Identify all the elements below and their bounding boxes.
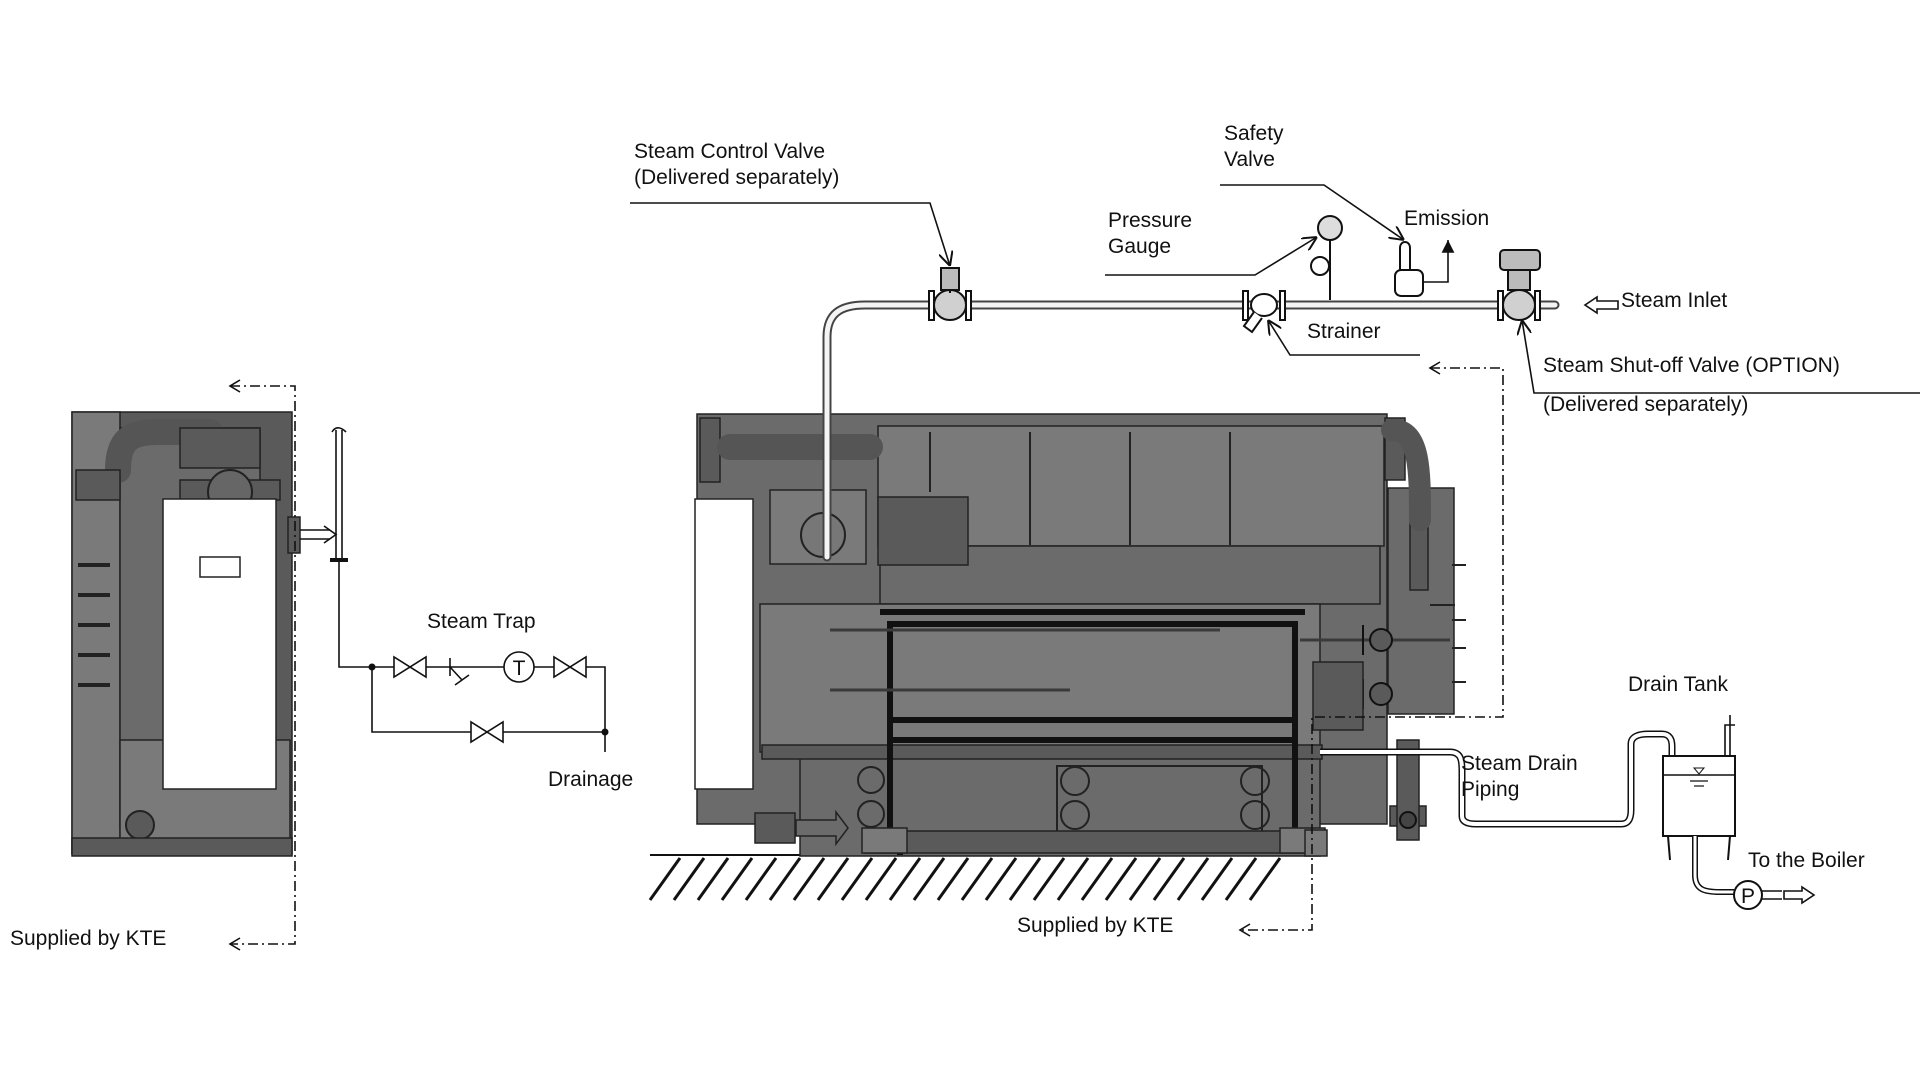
label-emission: Emission [1404, 207, 1489, 230]
steam-supply-line [822, 215, 1619, 562]
label-steam-control-valve-note: (Delivered separately) [634, 166, 839, 189]
label-steam-trap: Steam Trap [427, 610, 536, 633]
floor-hatch-line [912, 857, 946, 901]
floor-hatch-line [936, 857, 970, 901]
floor-hatch-line [720, 857, 754, 901]
floor-hatch-line [1200, 857, 1234, 901]
floor-hatch-line [1032, 857, 1066, 901]
leader-lines [630, 184, 1920, 394]
label-pressure-gauge-1: Pressure [1108, 209, 1192, 232]
label-steam-control-valve: Steam Control Valve [634, 140, 825, 163]
strainer [1242, 293, 1278, 334]
absorption-chiller-front [696, 413, 1466, 857]
steam-trap-assembly: T [338, 562, 609, 752]
floor-hatch-line [864, 857, 898, 901]
label-shutoff-valve: Steam Shut-off Valve (OPTION) [1543, 354, 1840, 377]
floor-hatch-line [1176, 857, 1210, 901]
floor-hatch-line [1080, 857, 1114, 901]
floor-hatch-line [1056, 857, 1090, 901]
steam-drain-piping [1320, 730, 1676, 828]
floor-hatch-line [1008, 857, 1042, 901]
label-supplied-by-kte-left: Supplied by KTE [10, 927, 166, 950]
floor-hatch-line [840, 857, 874, 901]
floor-hatch-line [744, 857, 778, 901]
label-safety-valve-1: Safety [1224, 122, 1284, 145]
steam-shutoff-valve [1499, 249, 1541, 321]
kte-boundary-left [230, 385, 296, 945]
floor-hatch-line [1128, 857, 1162, 901]
panel-display [199, 556, 241, 578]
pump-symbol: P [1741, 885, 1755, 908]
floor-hatch-line [648, 857, 682, 901]
label-strainer: Strainer [1307, 320, 1381, 343]
label-steam-drain-piping-2: Piping [1461, 778, 1519, 801]
pressure-gauge [1310, 215, 1343, 300]
floor-hatch-line [1152, 857, 1186, 901]
label-shutoff-valve-note: (Delivered separately) [1543, 393, 1748, 416]
floor-hatch-line [672, 857, 706, 901]
floor-hatch-line [816, 857, 850, 901]
floor-hatch-line [768, 857, 802, 901]
kte-boundary-right [1240, 367, 1504, 931]
steam-control-valve [933, 267, 967, 321]
floor-hatch-line [1224, 857, 1258, 901]
drain-tank: P [1662, 715, 1816, 910]
floor-hatch-line [792, 857, 826, 901]
safety-valve [1394, 240, 1455, 297]
floor-hatch-line [888, 857, 922, 901]
label-safety-valve-2: Valve [1224, 148, 1275, 171]
control-panel-side [162, 498, 277, 790]
label-supplied-by-kte-right: Supplied by KTE [1017, 914, 1173, 937]
floor-hatch-line [960, 857, 994, 901]
floor-hatch-line [1104, 857, 1138, 901]
floor-hatch-line [984, 857, 1018, 901]
label-pressure-gauge-2: Gauge [1108, 235, 1171, 258]
label-to-the-boiler: To the Boiler [1748, 849, 1865, 872]
label-steam-inlet: Steam Inlet [1621, 289, 1727, 312]
label-steam-drain-piping-1: Steam Drain [1461, 752, 1578, 775]
steam-inlet-arrow [1583, 295, 1619, 315]
floor-hatch-line [1248, 857, 1282, 901]
floor-hatch-line [696, 857, 730, 901]
label-drain-tank: Drain Tank [1628, 673, 1728, 696]
trap-symbol-letter: T [513, 657, 526, 680]
control-panel-front [694, 498, 754, 790]
floor [648, 854, 1305, 901]
label-drainage: Drainage [548, 768, 633, 791]
